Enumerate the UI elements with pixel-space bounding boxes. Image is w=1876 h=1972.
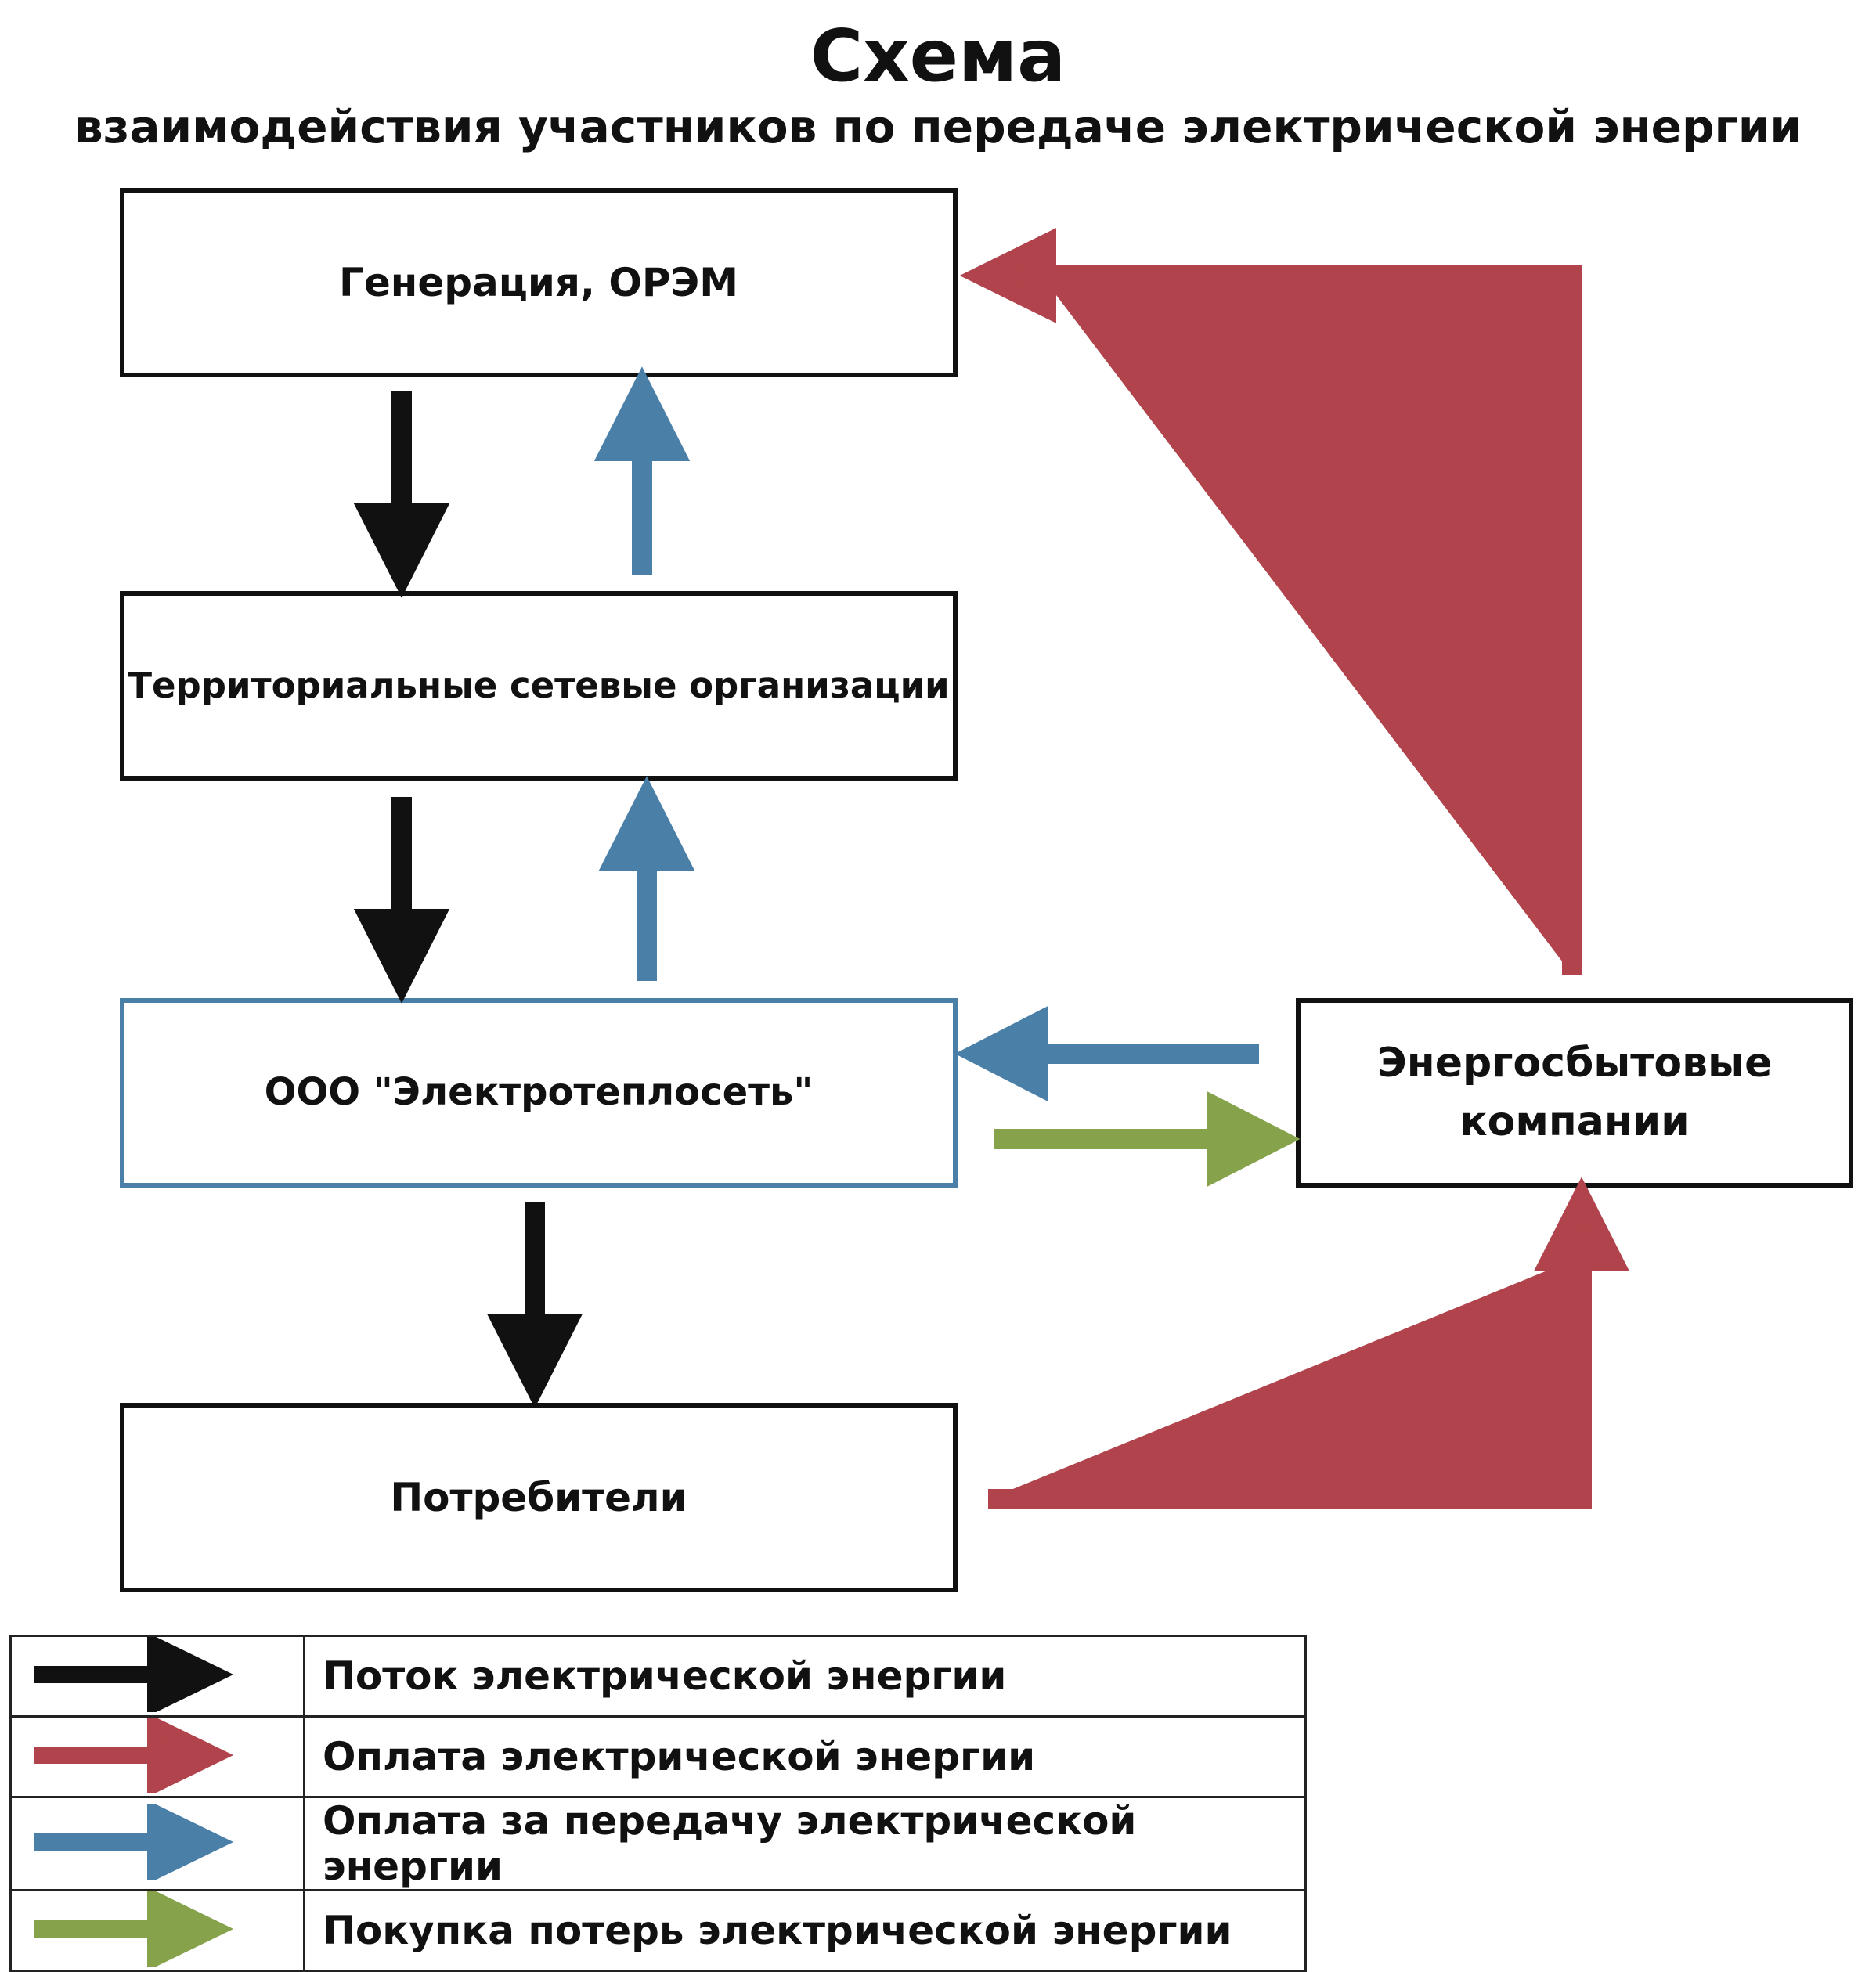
edge-consumers-to-retail — [988, 1177, 1630, 1509]
legend: Поток электрической энергии Оплата элект… — [9, 1632, 1307, 1972]
legend-symbol — [9, 1632, 305, 1718]
edge-company-to-retail — [994, 1091, 1301, 1188]
legend-row: Оплата за передачу электрической энергии — [9, 1796, 1307, 1891]
node-company: ООО "Электротеплосеть" — [120, 998, 958, 1188]
legend-symbol — [9, 1887, 305, 1972]
legend-label: Оплата за передачу электрической энергии — [303, 1796, 1307, 1891]
legend-row: Покупка потерь электрической энергии — [9, 1887, 1307, 1972]
legend-arrow-red-icon — [34, 1713, 234, 1797]
node-tso: Территориальные сетевые организации — [120, 591, 958, 781]
legend-symbol — [9, 1713, 305, 1798]
legend-arrow-black-icon — [34, 1632, 234, 1717]
node-consumers: Потребители — [120, 1403, 958, 1592]
edge-company-to-consumers — [486, 1202, 583, 1408]
edge-generation-to-tso — [353, 391, 450, 598]
legend-label: Поток электрической энергии — [303, 1635, 1307, 1718]
legend-row: Оплата электрической энергии — [9, 1713, 1307, 1798]
legend-arrow-blue-icon — [34, 1800, 234, 1884]
node-retail: Энергосбытовые компании — [1296, 998, 1853, 1188]
node-tso-label: Территориальные сетевые организации — [128, 665, 950, 707]
node-generation-label: Генерация, ОРЭМ — [339, 259, 738, 305]
edge-retail-to-company — [954, 1005, 1259, 1102]
edge-retail-to-generation — [959, 228, 1582, 975]
node-consumers-label: Потребители — [390, 1474, 687, 1520]
legend-row: Поток электрической энергии — [9, 1632, 1307, 1718]
legend-label: Покупка потерь электрической энергии — [303, 1889, 1307, 1972]
edge-tso-to-generation — [593, 366, 691, 575]
node-company-label: ООО "Электротеплосеть" — [264, 1070, 814, 1115]
legend-symbol — [9, 1796, 305, 1891]
legend-label: Оплата электрической энергии — [303, 1715, 1307, 1798]
edge-company-to-tso — [598, 776, 695, 981]
arrows-layer — [353, 228, 1630, 1509]
node-generation: Генерация, ОРЭМ — [120, 188, 958, 377]
diagram-title: Схема — [810, 14, 1066, 98]
node-retail-label: Энергосбытовые компании — [1376, 1039, 1773, 1145]
diagram-subtitle: взаимодействия участников по передаче эл… — [74, 100, 1802, 153]
edge-tso-to-company — [353, 797, 450, 1004]
legend-arrow-green-icon — [34, 1887, 234, 1971]
